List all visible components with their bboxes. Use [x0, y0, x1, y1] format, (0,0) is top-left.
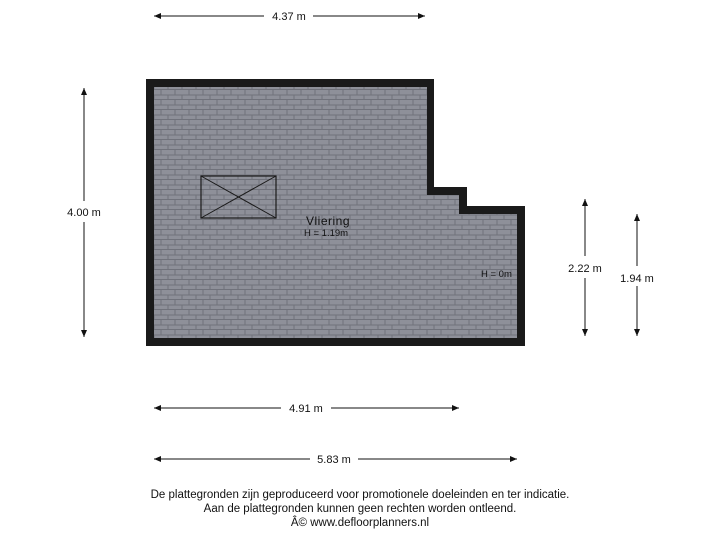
dimension-right-outer-label: 2.22 m — [568, 263, 602, 275]
dimension-left: 4.00 m — [67, 88, 101, 337]
room-name: Vliering — [306, 214, 350, 228]
room-low-height-label: H = 0m — [481, 269, 512, 280]
disclaimer-line-2: Aan de plattegronden kunnen geen rechten… — [203, 503, 517, 515]
room-floor — [154, 87, 517, 338]
dimension-bottom-inner: 4.91 m — [154, 403, 459, 415]
copyright-link[interactable]: Â© www.defloorplanners.nl — [290, 517, 430, 529]
dimension-top: 4.37 m — [154, 11, 425, 23]
dimension-right-outer: 2.22 m — [568, 199, 602, 336]
disclaimer: De plattegronden zijn geproduceerd voor … — [0, 488, 720, 530]
disclaimer-line-1: De plattegronden zijn geproduceerd voor … — [150, 489, 570, 501]
roof-window-icon — [200, 175, 277, 219]
dimension-left-label: 4.00 m — [67, 207, 101, 219]
dimension-top-label: 4.37 m — [272, 11, 306, 23]
dimension-right-inner-label: 1.94 m — [620, 273, 654, 285]
room-height-label: H = 1.19m — [304, 228, 348, 239]
dimension-right-inner: 1.94 m — [620, 214, 654, 336]
dimension-bottom-inner-label: 4.91 m — [289, 403, 323, 415]
dimension-bottom-outer: 5.83 m — [154, 454, 517, 466]
dimension-bottom-outer-label: 5.83 m — [317, 454, 351, 466]
